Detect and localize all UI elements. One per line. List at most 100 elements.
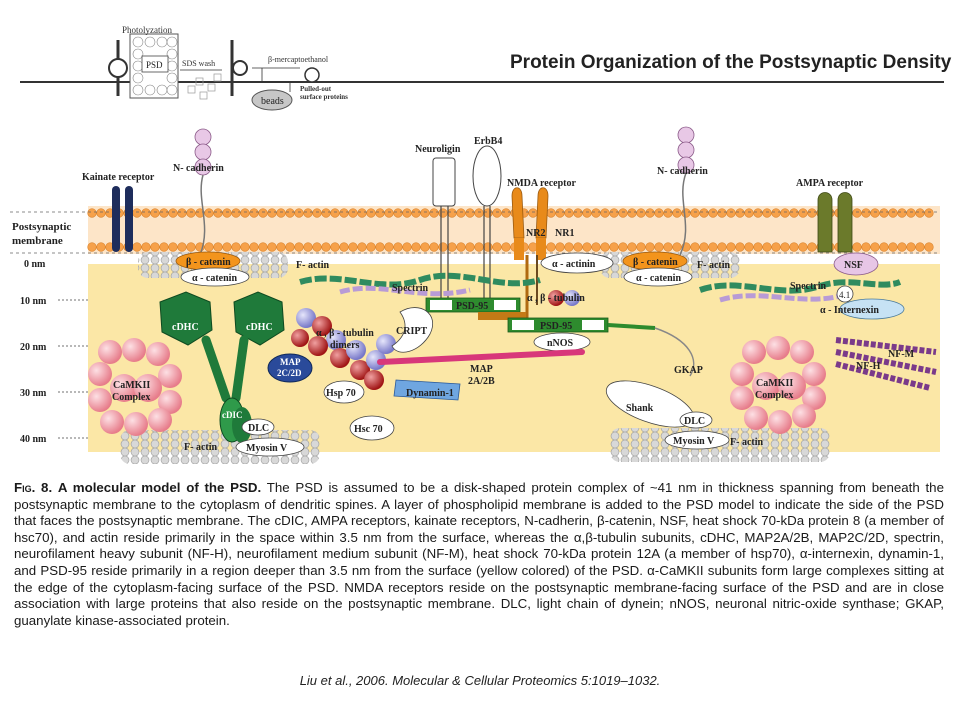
ampa-receptor (817, 192, 853, 253)
label-nmda: NMDA receptor (507, 178, 577, 189)
nmda-receptor (511, 187, 549, 318)
phospholipid-membrane (10, 206, 940, 254)
label-hsp70: Hsp 70 (326, 388, 356, 399)
title-rule (20, 81, 944, 83)
label-nr2: NR2 (526, 228, 545, 239)
camkii-complex-left (88, 338, 182, 436)
inset-beta-me: β-mercaptoethanol (268, 55, 329, 64)
label-cdhc-right: cDHC (246, 322, 273, 333)
label-nnos: nNOS (547, 338, 574, 349)
alpha-actinin (540, 252, 614, 274)
inset-pulled-out-1: Pulled-out (300, 85, 332, 93)
erbb4-shape (472, 145, 502, 207)
alpha-catenin-right (623, 267, 693, 287)
label-myosin-left: Myosin V (246, 443, 288, 454)
label-spectrin-left: Spectrin (392, 283, 429, 294)
myosin-v-right (664, 430, 730, 450)
label-spectrin-right: Spectrin (790, 281, 827, 292)
label-myosin-right: Myosin V (673, 436, 715, 447)
caption-body: The PSD is assumed to be a disk-shaped p… (14, 480, 944, 628)
label-tubulin-dimers-2: dimers (330, 340, 360, 351)
hsc70 (349, 415, 395, 441)
depth-40: 40 nm (20, 434, 47, 445)
label-beta-catenin-right: β - catenin (633, 257, 678, 268)
psd-95-bottom (507, 317, 656, 333)
depth-0: 0 nm (24, 259, 46, 270)
label-nr1: NR1 (555, 228, 574, 239)
inset-sds-wash: SDS wash (182, 59, 215, 68)
label-camk-left-2: Complex (112, 392, 150, 403)
depth-10: 10 nm (20, 296, 47, 307)
psd-diagram: PSD Photolyzation SDS wash β-mercaptoeth… (10, 25, 940, 464)
label-4-1: 4.1 (839, 290, 850, 300)
label-cdic: cDIC (222, 410, 243, 420)
label-camk-left-1: CaMKII (113, 380, 150, 391)
nsf (833, 252, 879, 276)
inset-psd-label: PSD (146, 60, 163, 70)
psd-95-top (425, 297, 526, 320)
label-map2ab-2: 2A/2B (468, 376, 495, 387)
label-psd-95-top: PSD-95 (456, 301, 488, 312)
label-f-actin-top-left: F- actin (296, 260, 329, 271)
label-ampa: AMPA receptor (796, 178, 864, 189)
map2c-2d (267, 353, 313, 383)
label-f-actin-top-right: F- actin (697, 260, 730, 271)
label-f-actin-bottom-right: F- actin (730, 437, 763, 448)
citation: Liu et al., 2006. Molecular & Cellular P… (299, 673, 661, 688)
myosin-v-left (235, 437, 305, 457)
label-ab-tubulin-right: α , β - tubulin (527, 293, 585, 304)
label-tubulin-dimers-1: α , β - tubulin (316, 328, 374, 339)
label-neuroligin: Neuroligin (415, 144, 461, 155)
cript (391, 307, 433, 353)
label-dlc-right: DLC (684, 416, 705, 427)
page-title: Protein Organization of the Postsynaptic… (510, 52, 952, 73)
label-dlc-left: DLC (248, 423, 269, 434)
label-cript: CRIPT (396, 326, 427, 337)
label-psd-95-bottom: PSD-95 (540, 321, 572, 332)
n-cadherin-left (194, 128, 212, 256)
membrane-label-1: Postsynaptic (12, 221, 71, 233)
label-gkap: GKAP (674, 365, 703, 376)
label-shank: Shank (626, 403, 654, 414)
inset-photolyzation: Photolyzation (122, 25, 172, 35)
neurofilaments (835, 337, 937, 391)
tubulin-dimers (291, 308, 396, 390)
label-alpha-catenin-right: α - catenin (636, 273, 681, 284)
kainate-receptor (112, 186, 133, 252)
camkii-complex-right (730, 336, 826, 434)
label-map2ab-1: MAP (470, 364, 493, 375)
alpha-internexin (839, 298, 905, 320)
label-alpha-actinin: α - actinin (552, 259, 596, 270)
spectrin-left (299, 272, 541, 288)
label-map2cd-1: MAP (280, 357, 301, 367)
depth-30: 30 nm (20, 388, 47, 399)
alpha-catenin-left (180, 267, 250, 287)
gkap-strand (654, 327, 695, 377)
label-map2cd-2: 2C/2D (277, 368, 302, 378)
beads-icon (251, 89, 293, 111)
membrane-label-2: membrane (12, 235, 63, 247)
label-f-actin-bottom-left: F- actin (184, 442, 217, 453)
cdhc-complex (159, 291, 285, 443)
label-n-cadherin-left: N- cadherin (173, 163, 224, 174)
inset-beads: beads (261, 96, 284, 107)
figure-caption: Fig. 8. A molecular model of the PSD. Th… (14, 480, 944, 629)
label-kainate: Kainate receptor (82, 172, 155, 183)
label-internexin: α - Internexin (820, 305, 879, 316)
label-n-cadherin-right: N- cadherin (657, 166, 708, 177)
label-nf-h: NF-H (856, 361, 881, 372)
depth-20: 20 nm (20, 342, 47, 353)
dlc-left (241, 418, 275, 436)
depth-axis: 0 nm 10 nm 20 nm 30 nm 40 nm (20, 259, 88, 445)
inset-pulled-out-2: surface proteins (300, 93, 348, 101)
label-camk-right-2: Complex (755, 390, 793, 401)
label-nf-m: NF-M (888, 349, 915, 360)
spectrin-right (699, 279, 902, 294)
label-camk-right-1: CaMKII (756, 378, 793, 389)
caption-fig-number: Fig. 8. (14, 480, 53, 495)
dlc-right (679, 411, 713, 429)
map2a-2b (377, 349, 585, 365)
label-cdhc-left: cDHC (172, 322, 199, 333)
neuroligin-shape (432, 157, 456, 207)
label-nsf: NSF (844, 260, 863, 271)
